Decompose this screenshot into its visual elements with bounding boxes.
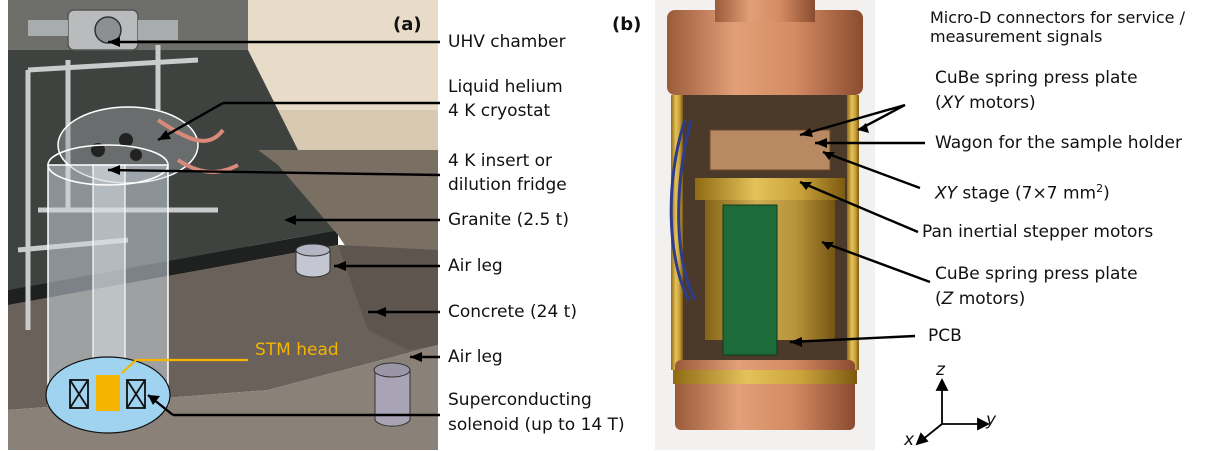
axis-x-label: x xyxy=(904,430,915,450)
panel-a-tag: (a) xyxy=(393,14,422,35)
label-liquid-helium-line1: Liquid helium xyxy=(448,77,563,97)
label-wagon: Wagon for the sample holder xyxy=(935,133,1182,153)
label-cube-z-line1: CuBe spring press plate xyxy=(935,264,1138,284)
cryostat-feedthroughs xyxy=(91,133,142,161)
coordinate-axes xyxy=(915,377,991,446)
lab-setup-illustration xyxy=(8,0,441,450)
cryostat-top-outline xyxy=(47,144,169,186)
insert-tube xyxy=(92,164,126,381)
stm-head-block xyxy=(96,375,120,411)
label-micro-d-line2: measurement signals xyxy=(930,27,1103,46)
cable xyxy=(156,118,225,143)
panel-b-photo xyxy=(655,0,875,450)
air-leg-upper-top xyxy=(295,243,331,257)
panel-b-tag: (b) xyxy=(612,14,642,35)
top-copper-cap xyxy=(667,10,863,95)
label-cube-xy-line1: CuBe spring press plate xyxy=(935,68,1138,88)
concrete-side xyxy=(338,245,438,350)
xy-stage-plate xyxy=(709,129,831,171)
label-air-leg-1: Air leg xyxy=(448,256,503,276)
air-leg-lower xyxy=(374,369,411,427)
leader-arrowheads-a xyxy=(108,37,422,405)
panel-a: (a) STM head xyxy=(8,0,441,450)
label-concrete: Concrete (24 t) xyxy=(448,302,577,322)
axis-z-label: z xyxy=(936,360,945,380)
axis-y-label: y xyxy=(986,410,997,430)
label-cube-xy-line2: (XY motors) xyxy=(935,93,1036,113)
label-solenoid-line2: solenoid (up to 14 T) xyxy=(448,415,625,435)
label-liquid-helium-line2: 4 K cryostat xyxy=(448,101,551,121)
air-leg-lower-top xyxy=(373,362,411,378)
pcb-board xyxy=(722,204,778,356)
stm-head-leader xyxy=(121,358,248,374)
label-solenoid-line1: Superconducting xyxy=(448,390,592,410)
uhv-chamber-graphic xyxy=(28,9,178,51)
label-insert-line2: dilution fridge xyxy=(448,175,567,195)
stm-head-photo-illustration xyxy=(655,0,875,450)
label-micro-d-line1: Micro-D connectors for service / xyxy=(930,8,1185,27)
label-air-leg-2: Air leg xyxy=(448,347,503,367)
label-granite: Granite (2.5 t) xyxy=(448,210,569,230)
solenoid-coil-right xyxy=(126,379,146,409)
solenoid-coil-left xyxy=(69,379,89,409)
label-cube-z-line2: (Z motors) xyxy=(935,289,1026,309)
label-pcb: PCB xyxy=(928,326,962,346)
leader-lines-a xyxy=(107,40,441,417)
stm-head-label: STM head xyxy=(255,340,339,360)
label-xy-stage: XY stage (7×7 mm2) xyxy=(935,182,1110,204)
air-leg-upper xyxy=(295,249,331,278)
gold-ring xyxy=(695,178,845,200)
label-insert-line1: 4 K insert or xyxy=(448,151,553,171)
wire-bundle xyxy=(669,119,691,301)
label-uhv-chamber: UHV chamber xyxy=(448,32,566,52)
label-pan-motors: Pan inertial stepper motors xyxy=(922,222,1154,242)
gold-post-right xyxy=(847,95,859,370)
